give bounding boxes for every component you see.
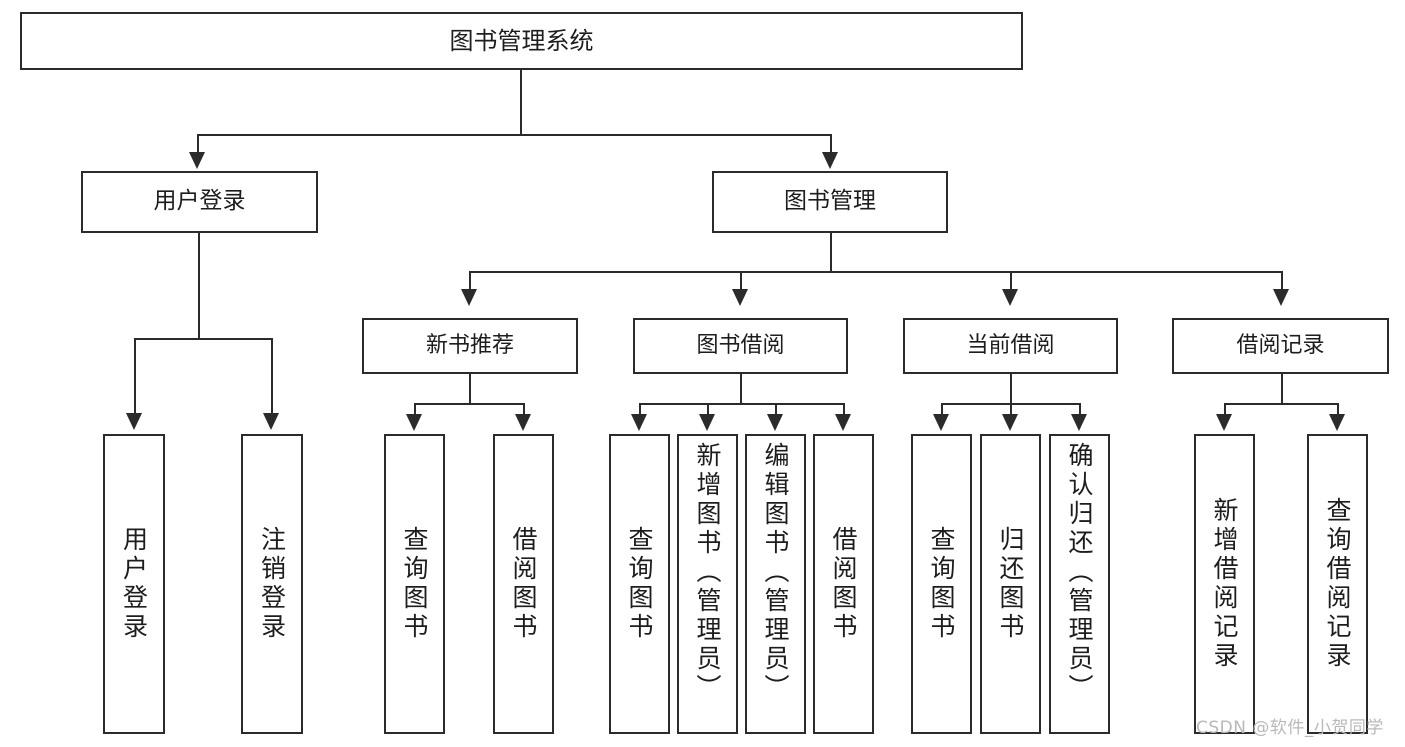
connector-borrow-bus	[639, 403, 844, 405]
leaf-label: 借阅图书	[509, 526, 538, 642]
node-label: 图书借阅	[696, 332, 785, 358]
connector-book-manage-to-recommend	[469, 271, 471, 290]
leaf-edit-book[interactable]: 编辑图书（管理员）	[745, 434, 806, 734]
connector-book-manage-bus	[469, 271, 1281, 273]
connector-recommend-bus	[414, 403, 524, 405]
arrow-to-book-borrow	[732, 289, 748, 306]
arrow-to-leaf-query-book-3	[933, 414, 949, 431]
node-borrow-record[interactable]: 借阅记录	[1172, 318, 1389, 374]
node-book-borrow[interactable]: 图书借阅	[633, 318, 848, 374]
leaf-query-borrow-record[interactable]: 查询借阅记录	[1307, 434, 1368, 734]
arrow-to-leaf-return-book	[1002, 414, 1018, 431]
leaf-label: 确认归还（管理员）	[1065, 442, 1094, 703]
connector-user-login-right-drop	[271, 338, 273, 414]
leaf-label: 借阅图书	[829, 526, 858, 642]
leaf-label: 查询图书	[927, 526, 956, 642]
node-new-book-recommend[interactable]: 新书推荐	[362, 318, 578, 374]
arrow-to-leaf-borrow-book-2	[835, 414, 851, 431]
node-label: 当前借阅	[966, 332, 1055, 358]
connector-book-manage-to-current	[1010, 271, 1012, 290]
node-label: 借阅记录	[1236, 332, 1325, 358]
leaf-query-book-borrow[interactable]: 查询图书	[609, 434, 670, 734]
arrow-to-leaf-confirm-return	[1071, 414, 1087, 431]
leaf-query-book-recommend[interactable]: 查询图书	[384, 434, 445, 734]
connector-book-manage-to-record	[1281, 271, 1283, 290]
arrow-root-to-book-manage	[822, 152, 838, 169]
leaf-label: 注销登录	[257, 526, 287, 642]
connector-root-bus	[197, 134, 831, 136]
connector-borrow-drop-1	[639, 403, 641, 415]
leaf-borrow-book-recommend[interactable]: 借阅图书	[493, 434, 554, 734]
arrow-to-new-book-recommend	[461, 289, 477, 306]
arrow-to-borrow-record	[1273, 289, 1289, 306]
arrow-to-leaf-logout-login	[263, 413, 279, 430]
leaf-label: 用户登录	[119, 526, 149, 642]
leaf-label: 新增借阅记录	[1210, 497, 1239, 671]
node-label: 图书管理系统	[449, 26, 594, 55]
connector-book-manage-to-borrow	[740, 271, 742, 290]
arrow-to-leaf-user-login	[126, 413, 142, 430]
leaf-return-book[interactable]: 归还图书	[980, 434, 1041, 734]
arrow-to-leaf-borrow-book-1	[515, 414, 531, 431]
connector-user-login-stem	[198, 233, 200, 338]
leaf-label: 编辑图书（管理员）	[761, 442, 790, 703]
leaf-label: 新增图书（管理员）	[693, 442, 722, 703]
connector-user-login-left-drop	[134, 338, 136, 414]
connector-record-bus	[1224, 403, 1338, 405]
leaf-logout-login[interactable]: 注销登录	[241, 434, 303, 734]
connector-root-to-user-login	[197, 134, 199, 153]
csdn-watermark: CSDN @软件_小贺同学	[1196, 718, 1384, 738]
leaf-borrow-book-borrow[interactable]: 借阅图书	[813, 434, 874, 734]
connector-book-manage-stem	[830, 233, 832, 271]
arrow-to-leaf-add-book	[699, 414, 715, 431]
connector-borrow-drop-4	[843, 403, 845, 415]
node-user-login[interactable]: 用户登录	[81, 171, 318, 233]
arrow-to-current-borrow	[1002, 289, 1018, 306]
leaf-label: 归还图书	[996, 526, 1025, 642]
connector-record-stem	[1281, 374, 1283, 403]
leaf-add-book[interactable]: 新增图书（管理员）	[677, 434, 738, 734]
connector-record-left-drop	[1224, 403, 1226, 415]
leaf-label: 查询图书	[400, 526, 429, 642]
leaf-add-borrow-record[interactable]: 新增借阅记录	[1194, 434, 1255, 734]
node-book-manage[interactable]: 图书管理	[712, 171, 948, 233]
connector-borrow-drop-3	[775, 403, 777, 415]
node-label: 新书推荐	[425, 332, 514, 358]
leaf-confirm-return[interactable]: 确认归还（管理员）	[1049, 434, 1110, 734]
connector-record-right-drop	[1337, 403, 1339, 415]
node-label: 图书管理	[784, 188, 876, 215]
connector-current-drop-3	[1079, 403, 1081, 415]
connector-borrow-stem	[740, 374, 742, 403]
node-root-system[interactable]: 图书管理系统	[20, 12, 1023, 70]
arrow-to-leaf-query-book-2	[631, 414, 647, 431]
leaf-label: 查询图书	[625, 526, 654, 642]
connector-recommend-left-drop	[414, 403, 416, 415]
leaf-label: 查询借阅记录	[1323, 497, 1352, 671]
connector-current-stem	[1010, 374, 1012, 403]
arrow-to-leaf-query-book-1	[406, 414, 422, 431]
connector-borrow-drop-2	[707, 403, 709, 415]
arrow-to-leaf-query-record	[1329, 414, 1345, 431]
connector-current-drop-1	[941, 403, 943, 415]
connector-user-login-bus	[134, 338, 272, 340]
arrow-root-to-user-login	[189, 152, 205, 169]
connector-root-stem	[520, 70, 522, 134]
node-current-borrow[interactable]: 当前借阅	[903, 318, 1118, 374]
connector-recommend-stem	[469, 374, 471, 403]
connector-root-to-book-manage	[830, 134, 832, 153]
leaf-user-login[interactable]: 用户登录	[103, 434, 165, 734]
connector-recommend-right-drop	[523, 403, 525, 415]
leaf-query-book-current[interactable]: 查询图书	[911, 434, 972, 734]
node-label: 用户登录	[153, 188, 246, 215]
arrow-to-leaf-edit-book	[767, 414, 783, 431]
connector-current-drop-2	[1010, 403, 1012, 415]
arrow-to-leaf-add-record	[1216, 414, 1232, 431]
